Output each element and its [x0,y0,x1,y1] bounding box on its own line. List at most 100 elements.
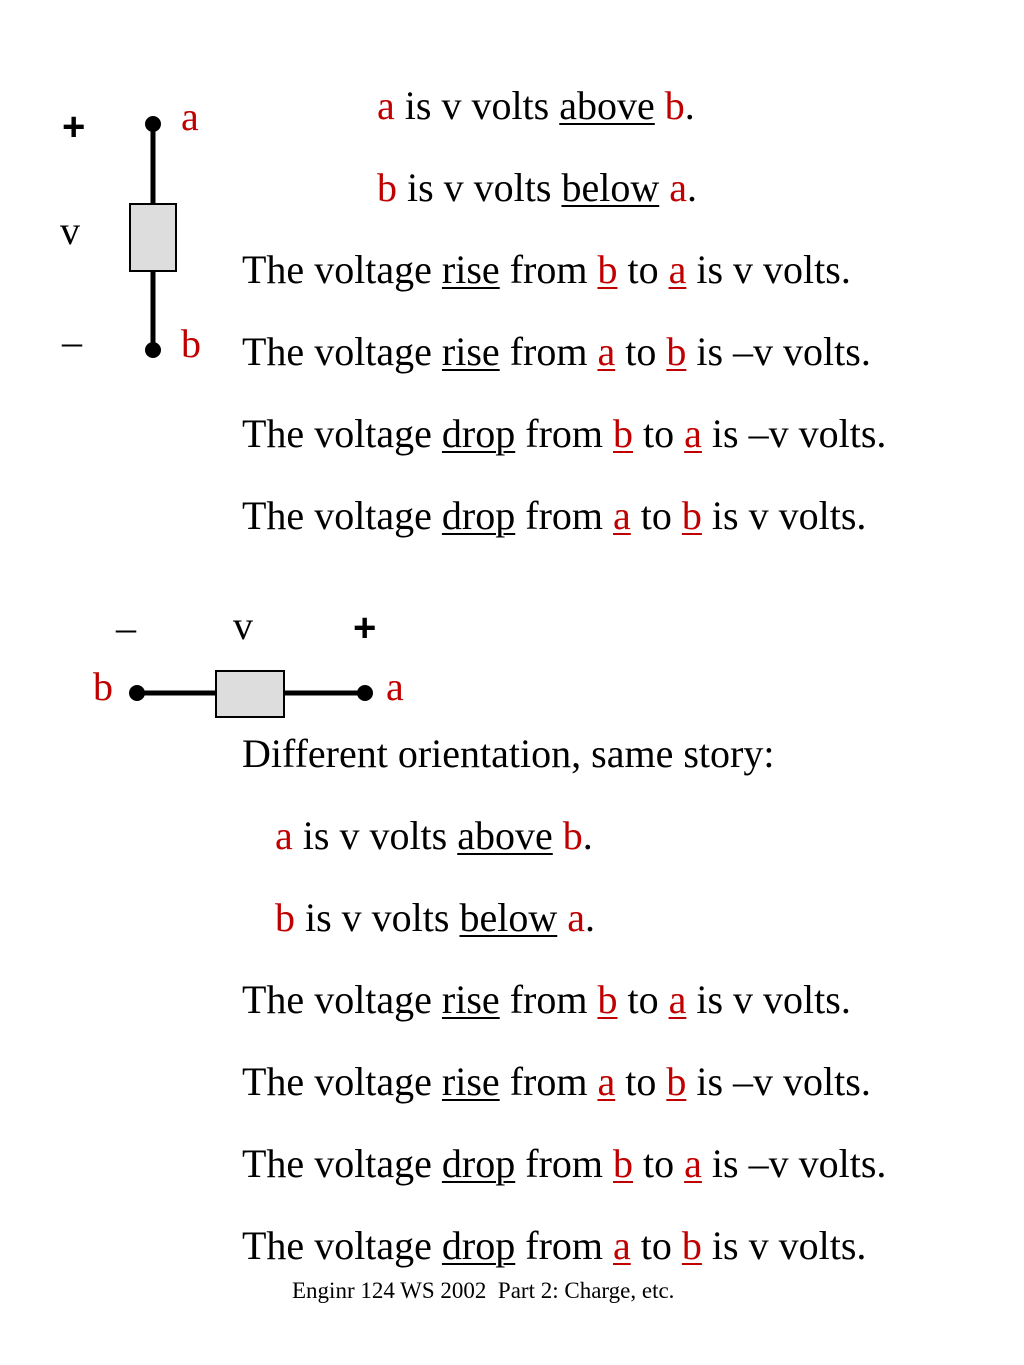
text: is v volts [397,165,562,210]
plus-sign-horizontal: + [353,606,377,650]
statement-drop-a-to-b-2: The voltage drop from a to b is v volts. [242,1222,866,1270]
statement-drop-a-to-b: The voltage drop from a to b is v volts. [242,492,866,540]
text: to [615,1059,667,1104]
node-a: a [669,165,688,210]
node-b: b [562,813,583,858]
page-footer: Enginr 124 WS 2002 Part 2: Charge, etc. [292,1278,675,1303]
horizontal-element-box [215,670,285,718]
text: The voltage [242,247,442,292]
text: The voltage [242,1223,442,1268]
text: The voltage [242,493,442,538]
terminal-a-label: a [181,94,199,139]
terminal-a-dot [145,116,161,132]
node-b: b [275,895,295,940]
statement-rise-b-to-a-2: The voltage rise from b to a is v volts. [242,976,851,1024]
node-b: b [613,411,634,456]
keyword-drop: drop [441,1141,516,1186]
text: is –v volts. [686,1059,871,1104]
text: . [585,895,596,940]
node-a: a [668,247,687,292]
keyword-rise: rise [441,329,500,374]
text: from [515,493,614,538]
terminal-b-dot [145,342,161,358]
text: The voltage [242,329,442,374]
text: is –v volts. [701,1141,887,1186]
keyword-below: below [561,165,660,210]
text: is v volts. [686,977,851,1022]
text: from [515,411,614,456]
plus-sign: + [62,105,86,149]
text: from [499,977,598,1022]
node-a: a [613,1223,631,1268]
text: from [515,1141,614,1186]
text: is v volts [292,813,458,858]
node-a: a [597,1059,616,1104]
statement-rise-a-to-b: The voltage rise from a to b is –v volts… [242,328,871,376]
text: to [617,247,669,292]
terminal-a-label-horizontal: a [386,664,404,709]
statement-rise-a-to-b-2: The voltage rise from a to b is –v volts… [242,1058,871,1106]
text: is v volts. [701,493,867,538]
text: is v volts. [686,247,851,292]
horizontal-element-diagram [129,670,373,718]
terminal-b-label: b [181,321,201,366]
vertical-element-box [129,203,177,272]
node-b: b [666,329,687,374]
text: is –v volts. [701,411,887,456]
text: The voltage [242,977,442,1022]
node-b: b [613,1141,634,1186]
node-b: b [664,83,685,128]
node-b: b [681,493,702,538]
terminal-b-label-horizontal: b [93,664,113,709]
node-b: b [597,247,618,292]
text: . [684,83,695,128]
node-a: a [684,411,702,456]
terminal-a-dot-horizontal [357,685,373,701]
node-a: a [377,83,395,128]
text: to [633,411,685,456]
node-a: a [613,493,631,538]
text: The voltage [242,1059,442,1104]
text: to [615,329,667,374]
node-b: b [377,165,397,210]
keyword-above: above [457,813,553,858]
text: to [630,493,682,538]
text: from [499,247,598,292]
node-a: a [597,329,616,374]
text: to [630,1223,682,1268]
node-a: a [567,895,586,940]
keyword-below: below [459,895,558,940]
terminal-b-dot-horizontal [129,685,145,701]
voltage-label-horizontal: v [233,603,253,648]
text: The voltage [242,411,442,456]
node-a: a [275,813,293,858]
statement-b-below-a-2: b is v volts below a. [275,894,595,942]
text: from [515,1223,614,1268]
keyword-rise: rise [441,1059,500,1104]
text: is –v volts. [686,329,871,374]
keyword-drop: drop [441,411,516,456]
node-a: a [684,1141,702,1186]
minus-sign: – [62,319,82,364]
statement-drop-b-to-a-2: The voltage drop from b to a is –v volts… [242,1140,886,1188]
node-b: b [597,977,618,1022]
text: is v volts [394,83,560,128]
section-intro: Different orientation, same story: [242,731,775,776]
text: The voltage [242,1141,442,1186]
statement-a-above-b-2: a is v volts above b. [275,812,593,860]
statement-b-below-a: b is v volts below a. [377,164,697,212]
keyword-drop: drop [441,1223,516,1268]
node-a: a [668,977,687,1022]
voltage-label: v [60,208,80,253]
text: from [499,1059,598,1104]
keyword-above: above [559,83,655,128]
statement-rise-b-to-a: The voltage rise from b to a is v volts. [242,246,851,294]
statement-a-above-b: a is v volts above b. [377,82,695,130]
text: from [499,329,598,374]
keyword-rise: rise [441,977,500,1022]
text: . [582,813,593,858]
keyword-rise: rise [441,247,500,292]
node-b: b [666,1059,687,1104]
keyword-drop: drop [441,493,516,538]
